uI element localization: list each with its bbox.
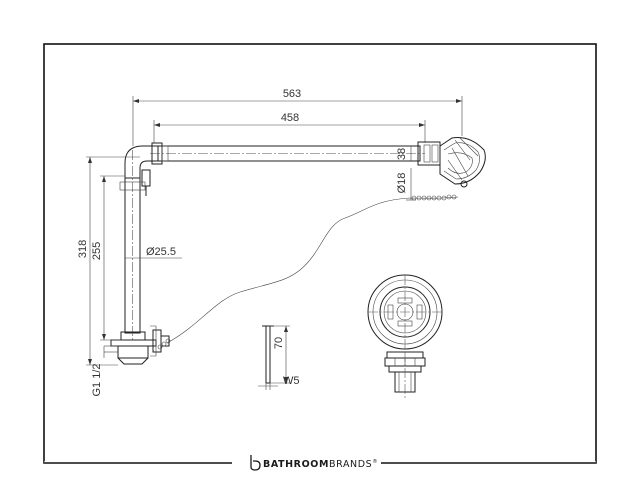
waste-body-side (384, 351, 426, 400)
brand-trademark: ® (372, 458, 378, 465)
brand-logo-icon (250, 455, 261, 471)
pipe-bend (124, 145, 158, 178)
plug-top-view (367, 274, 443, 350)
dimension-arrows (88, 99, 462, 365)
dim-overall-length: 563 (283, 88, 301, 100)
brand-footer: BATHROOMBRANDS® (44, 455, 596, 471)
brand-name-bold: BATHROOM (263, 459, 329, 470)
dim-plug-height: 70 (273, 337, 285, 349)
overflow-head (417, 137, 486, 188)
dim-head-height: 38 (396, 148, 408, 160)
dim-plug-width: W5 (283, 375, 300, 387)
waste-outlet (104, 325, 170, 365)
dim-thread: G1 1/2 (91, 363, 103, 396)
dim-overall-height: 318 (77, 240, 89, 258)
drawing-frame (43, 43, 597, 464)
waste-assembly (104, 137, 486, 365)
brand-name-light: BRANDS (329, 459, 372, 470)
svg-text:BATHROOMBRANDS®: BATHROOMBRANDS® (263, 458, 378, 470)
chain-cable (166, 196, 459, 344)
dim-arm-length: 458 (281, 112, 299, 124)
dim-outlet-diameter: Ø18 (396, 173, 408, 194)
dim-pipe-diameter: Ø25.5 (146, 246, 176, 258)
dimension-lines (86, 96, 463, 366)
plug-side-view (258, 325, 290, 390)
dim-pipe-height: 255 (91, 242, 103, 260)
